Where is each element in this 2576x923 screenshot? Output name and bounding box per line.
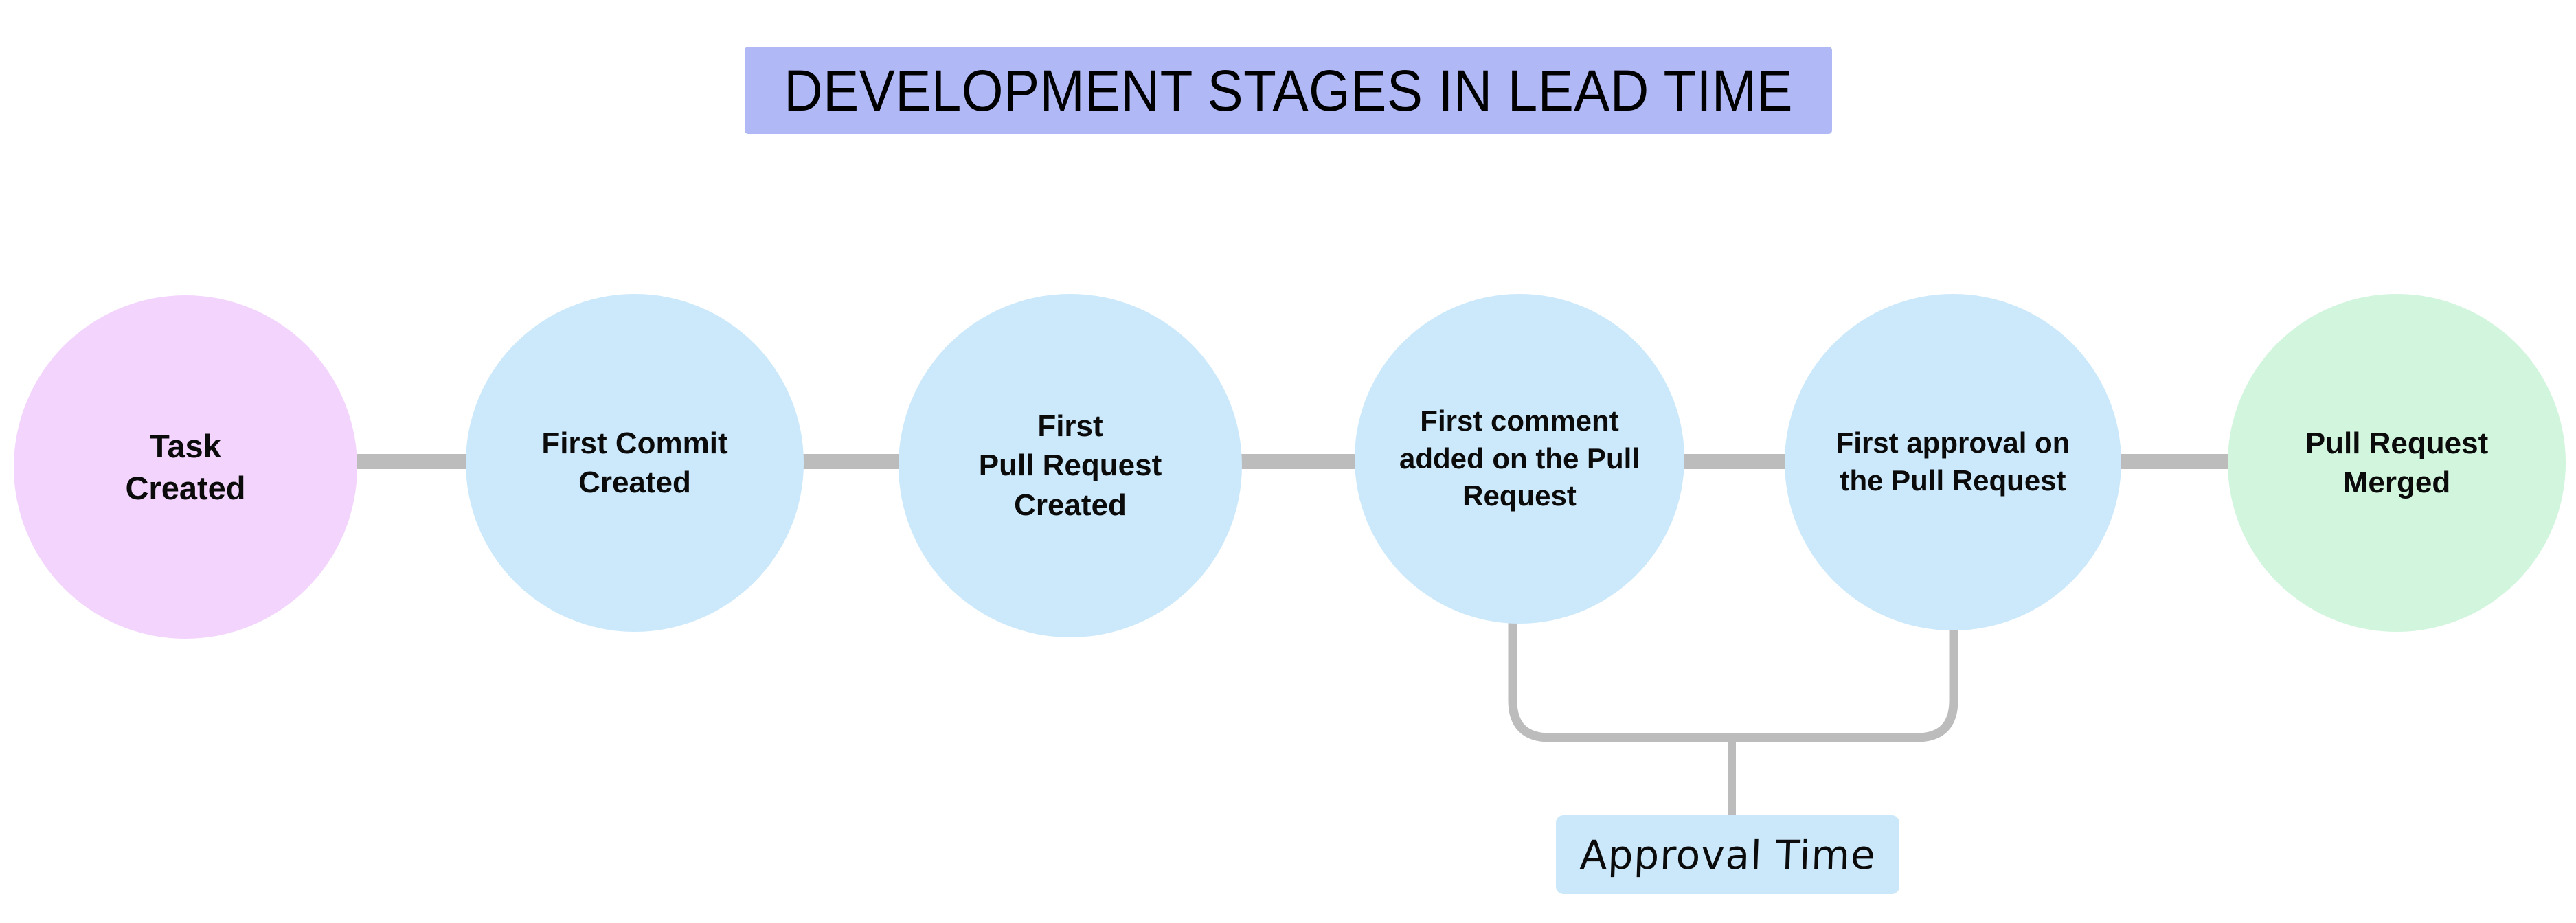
node-first-comment-added-on-pull-request[interactable]: First comment added on the Pull Request: [1355, 294, 1684, 624]
approval-time-bracket: [1508, 618, 1958, 742]
connector-first-approval-to-pr-merged: [2113, 454, 2238, 469]
approval-time-label: Approval Time: [1579, 831, 1877, 878]
approval-time-stem: [1728, 733, 1736, 817]
connector-task-to-first-commit: [352, 454, 483, 469]
node-label-first-commit-created: First Commit Created: [541, 426, 728, 499]
node-first-approval-on-pull-request[interactable]: First approval on the Pull Request: [1785, 294, 2121, 630]
node-label-first-comment-added-on-pull-request: First comment added on the Pull Request: [1399, 404, 1640, 512]
approval-time-label-box: Approval Time: [1556, 815, 1899, 894]
node-first-commit-created[interactable]: First Commit Created: [466, 294, 804, 632]
node-label-first-approval-on-pull-request: First approval on the Pull Request: [1835, 426, 2070, 497]
node-label-pull-request-merged: Pull Request Merged: [2305, 426, 2489, 499]
node-label-first-pull-request-created: First Pull Request Created: [978, 409, 1162, 522]
connector-first-commit-to-first-pr: [795, 454, 909, 469]
node-task-created[interactable]: Task Created: [14, 295, 357, 639]
connector-first-comment-to-first-approval: [1676, 454, 1794, 469]
node-label-task-created: Task Created: [125, 427, 246, 506]
node-first-pull-request-created[interactable]: First Pull Request Created: [899, 294, 1242, 637]
node-pull-request-merged[interactable]: Pull Request Merged: [2228, 294, 2566, 632]
page-title-banner: DEVELOPMENT STAGES IN LEAD TIME: [745, 47, 1832, 134]
page-title: DEVELOPMENT STAGES IN LEAD TIME: [784, 58, 1793, 123]
connector-first-pr-to-first-comment: [1234, 454, 1366, 469]
